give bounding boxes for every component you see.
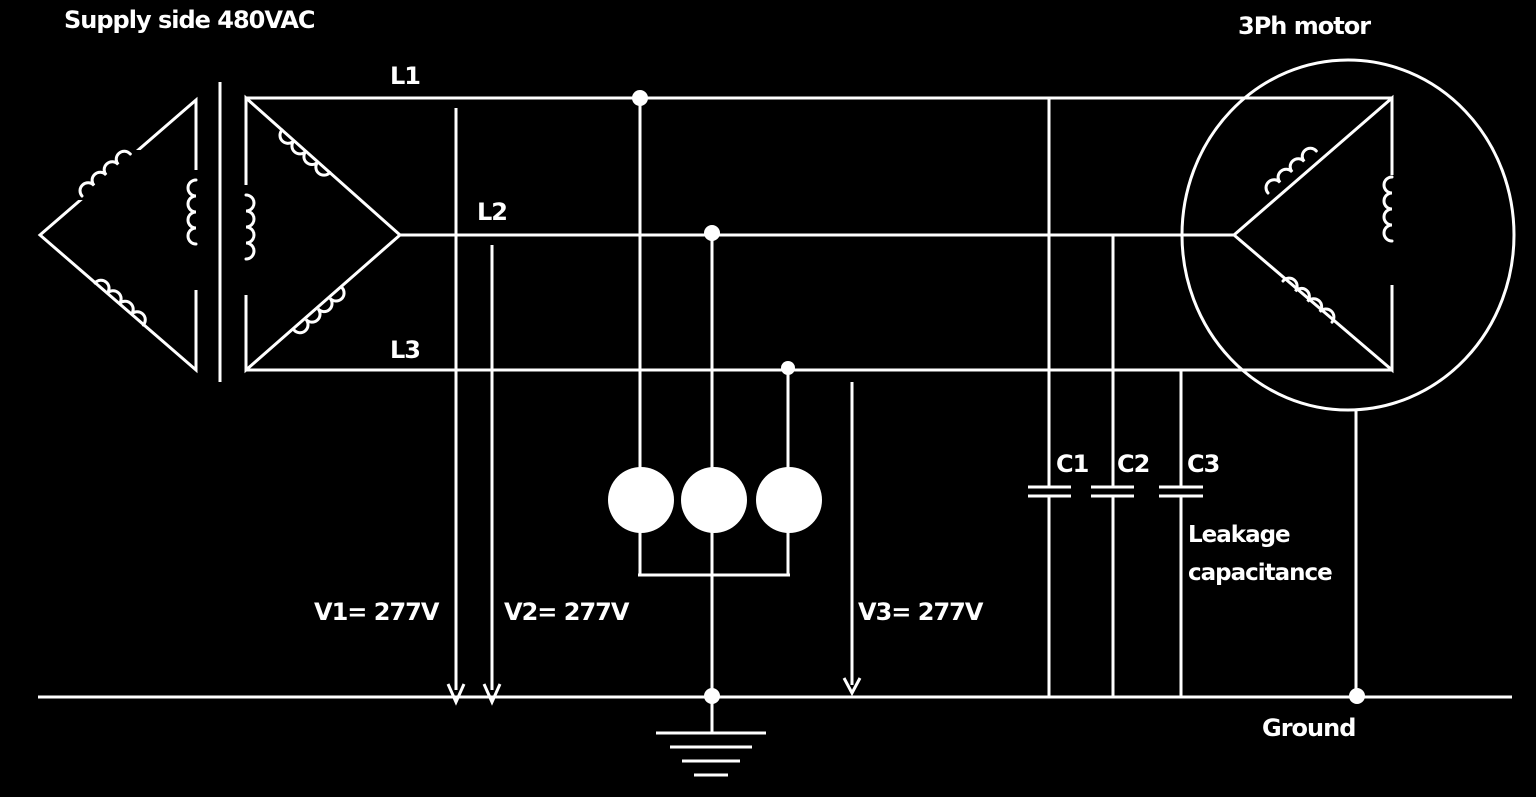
voltage-arrow-v3 <box>842 382 862 697</box>
ground-label: Ground <box>1262 714 1356 742</box>
label-v2: V2= 277V <box>504 598 629 626</box>
leakage-label-line1: Leakage <box>1188 522 1291 548</box>
primary-coil-bottom <box>93 275 151 327</box>
voltage-arrow-v2 <box>482 245 502 706</box>
secondary-coil-top <box>275 128 332 180</box>
secondary-coil-bottom <box>292 286 349 338</box>
leakage-label-line2: capacitance <box>1188 560 1333 586</box>
motor <box>1180 58 1516 697</box>
junction-ground-load <box>704 688 720 704</box>
junction-ground-motor <box>1349 688 1365 704</box>
label-v1: V1= 277V <box>314 598 439 626</box>
voltage-arrow-v1 <box>446 108 466 706</box>
label-c2: C2 <box>1117 450 1150 478</box>
label-c3: C3 <box>1187 450 1220 478</box>
motor-label: 3Ph motor <box>1238 12 1371 40</box>
label-v3: V3= 277V <box>858 598 983 626</box>
supply-primary-delta <box>37 96 205 374</box>
supply-label: Supply side 480VAC <box>64 6 316 34</box>
ground-symbol-icon <box>656 697 766 777</box>
label-l1: L1 <box>390 62 421 90</box>
label-l2: L2 <box>477 198 508 226</box>
junction-l1 <box>632 90 648 106</box>
capacitor-c3 <box>1159 370 1203 697</box>
junction-l2 <box>704 225 720 241</box>
supply-secondary-delta <box>228 94 403 374</box>
load-lamp-1 <box>608 467 674 533</box>
wye-load <box>608 90 822 697</box>
load-lamp-2 <box>681 467 747 533</box>
label-l3: L3 <box>390 336 421 364</box>
capacitor-c2 <box>1091 235 1134 697</box>
capacitor-c1 <box>1028 98 1071 697</box>
load-lamp-3 <box>756 467 822 533</box>
label-c1: C1 <box>1056 450 1089 478</box>
motor-housing <box>1180 58 1516 412</box>
junction-l3 <box>781 361 795 375</box>
